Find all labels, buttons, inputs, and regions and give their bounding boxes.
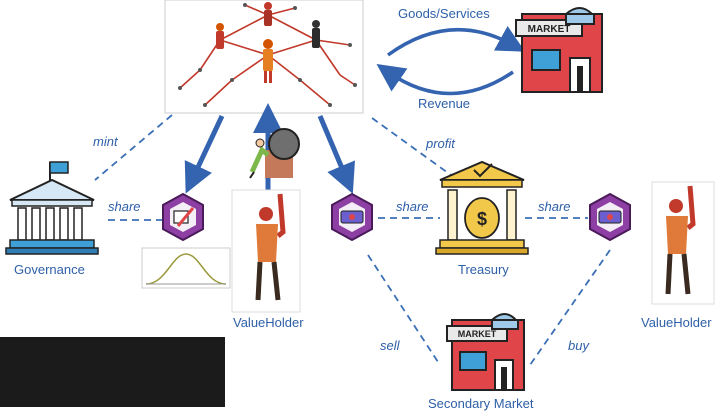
bell-curve-icon <box>141 247 231 289</box>
token-hexagon-icon-right <box>589 192 631 242</box>
valueholder-label-left: ValueHolder <box>233 315 304 330</box>
boulder-climber-icon <box>249 128 300 179</box>
revenue-label: Revenue <box>418 96 470 111</box>
pen-hexagon-icon <box>162 192 204 242</box>
mint-line <box>94 114 173 181</box>
person-raised-fist-icon <box>231 189 301 313</box>
person-raised-fist-icon-right <box>651 181 715 305</box>
profit-label: profit <box>425 136 456 151</box>
share-label-left: share <box>108 199 141 214</box>
share-label-right: share <box>538 199 571 214</box>
secondary-market-label: Secondary Market <box>428 396 534 411</box>
bank-dollar-icon: $ <box>435 160 529 255</box>
sell-label: sell <box>380 338 401 353</box>
mint-label: mint <box>93 134 119 149</box>
token-hexagon-icon <box>331 192 373 242</box>
connector-lines <box>94 114 611 366</box>
people-network-icon <box>164 0 364 114</box>
profit-line <box>371 117 456 179</box>
market-sign-bottom: MARKET <box>458 329 497 339</box>
share-label-mid: share <box>396 199 429 214</box>
market-sign-top: MARKET <box>528 24 571 35</box>
cycle-arrows <box>376 25 526 96</box>
government-building-icon <box>5 161 99 255</box>
buy-label: buy <box>568 338 590 353</box>
treasury-label: Treasury <box>458 262 509 277</box>
sell-line <box>367 254 441 366</box>
goods-services-label: Goods/Services <box>398 6 490 21</box>
dollar-sign: $ <box>477 209 487 229</box>
market-icon: MARKET <box>515 7 603 93</box>
market-icon-secondary: MARKET <box>446 313 525 391</box>
black-overlay <box>0 337 225 407</box>
governance-label: Governance <box>14 262 85 277</box>
valueholder-label-right: ValueHolder <box>641 315 712 330</box>
